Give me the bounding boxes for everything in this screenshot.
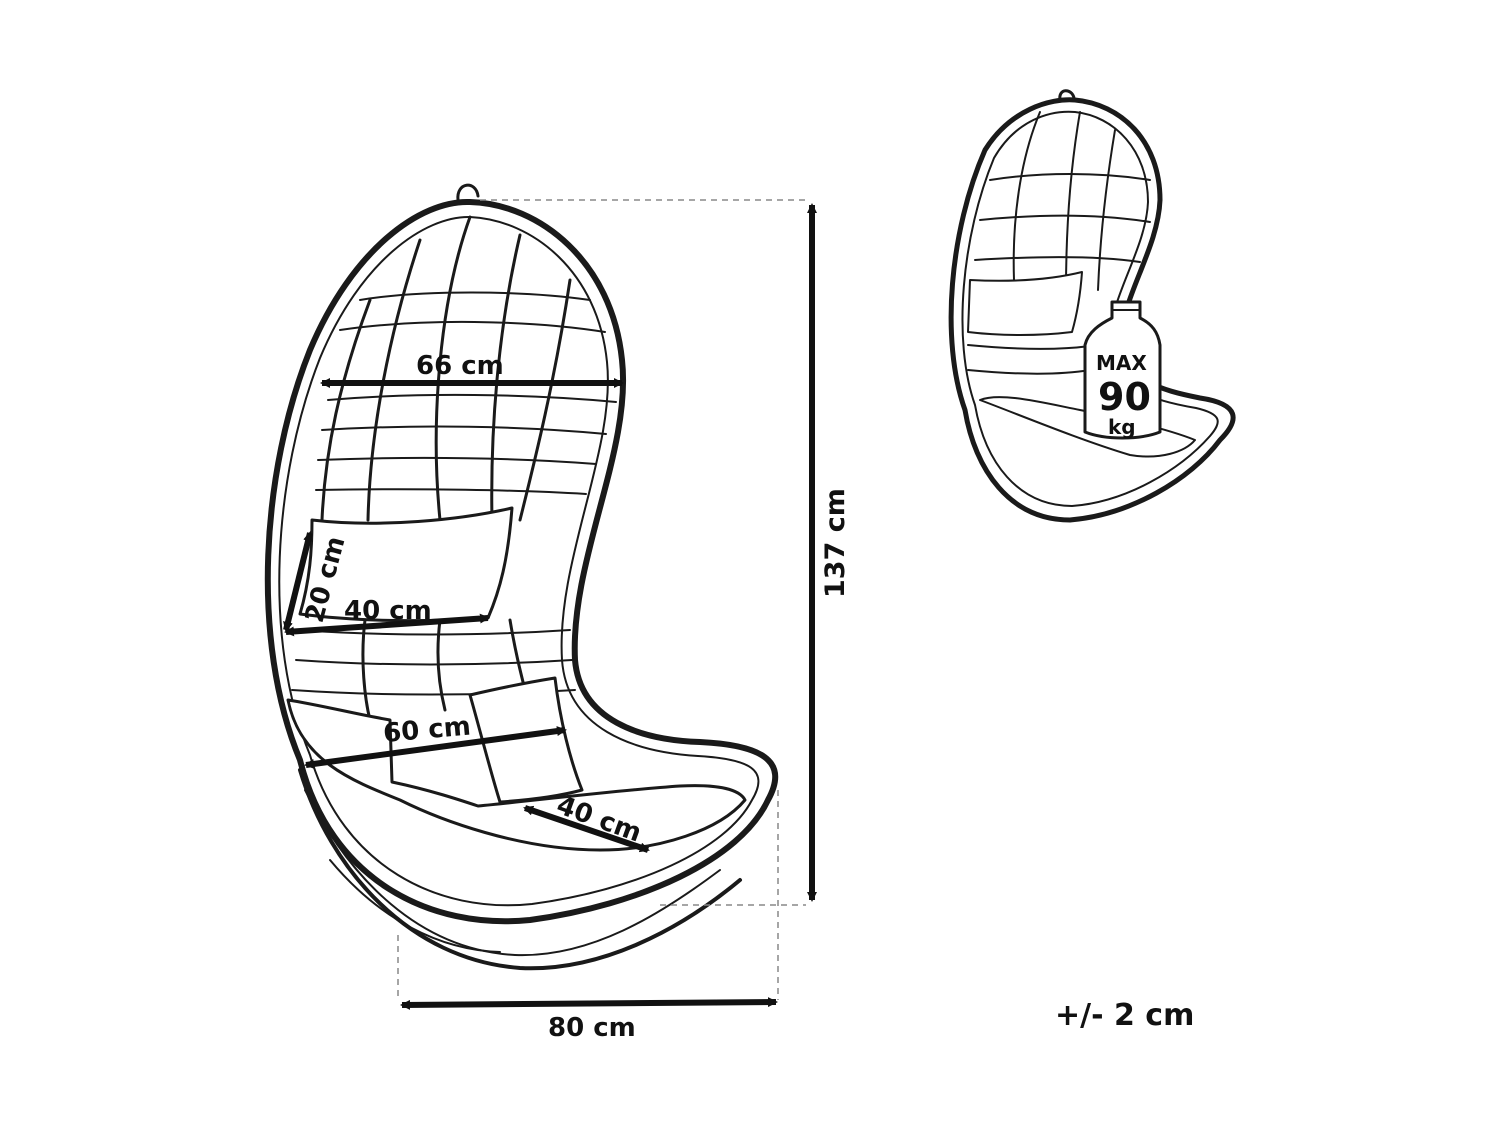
hanging-chair-drawing <box>264 183 779 971</box>
label-40cm-pillow: 40 cm <box>344 596 432 626</box>
extension-lines <box>397 199 806 1000</box>
small-chair-drawing <box>948 89 1236 523</box>
tolerance-note: +/- 2 cm <box>1055 998 1195 1033</box>
label-137cm: 137 cm <box>820 488 851 598</box>
dimension-lines <box>283 203 817 1010</box>
weight-max-label: MAX <box>1096 351 1147 375</box>
arrow-60cm <box>304 726 567 769</box>
label-80cm: 80 cm <box>548 1013 636 1043</box>
arrow-80cm <box>400 997 778 1010</box>
weight-value: 90 <box>1098 375 1151 419</box>
weight-badge <box>1083 300 1162 440</box>
arrow-40cm-seat <box>523 805 650 853</box>
arrow-40cm-pillow <box>284 613 490 637</box>
weight-unit: kg <box>1108 415 1136 439</box>
label-66cm: 66 cm <box>416 351 504 381</box>
